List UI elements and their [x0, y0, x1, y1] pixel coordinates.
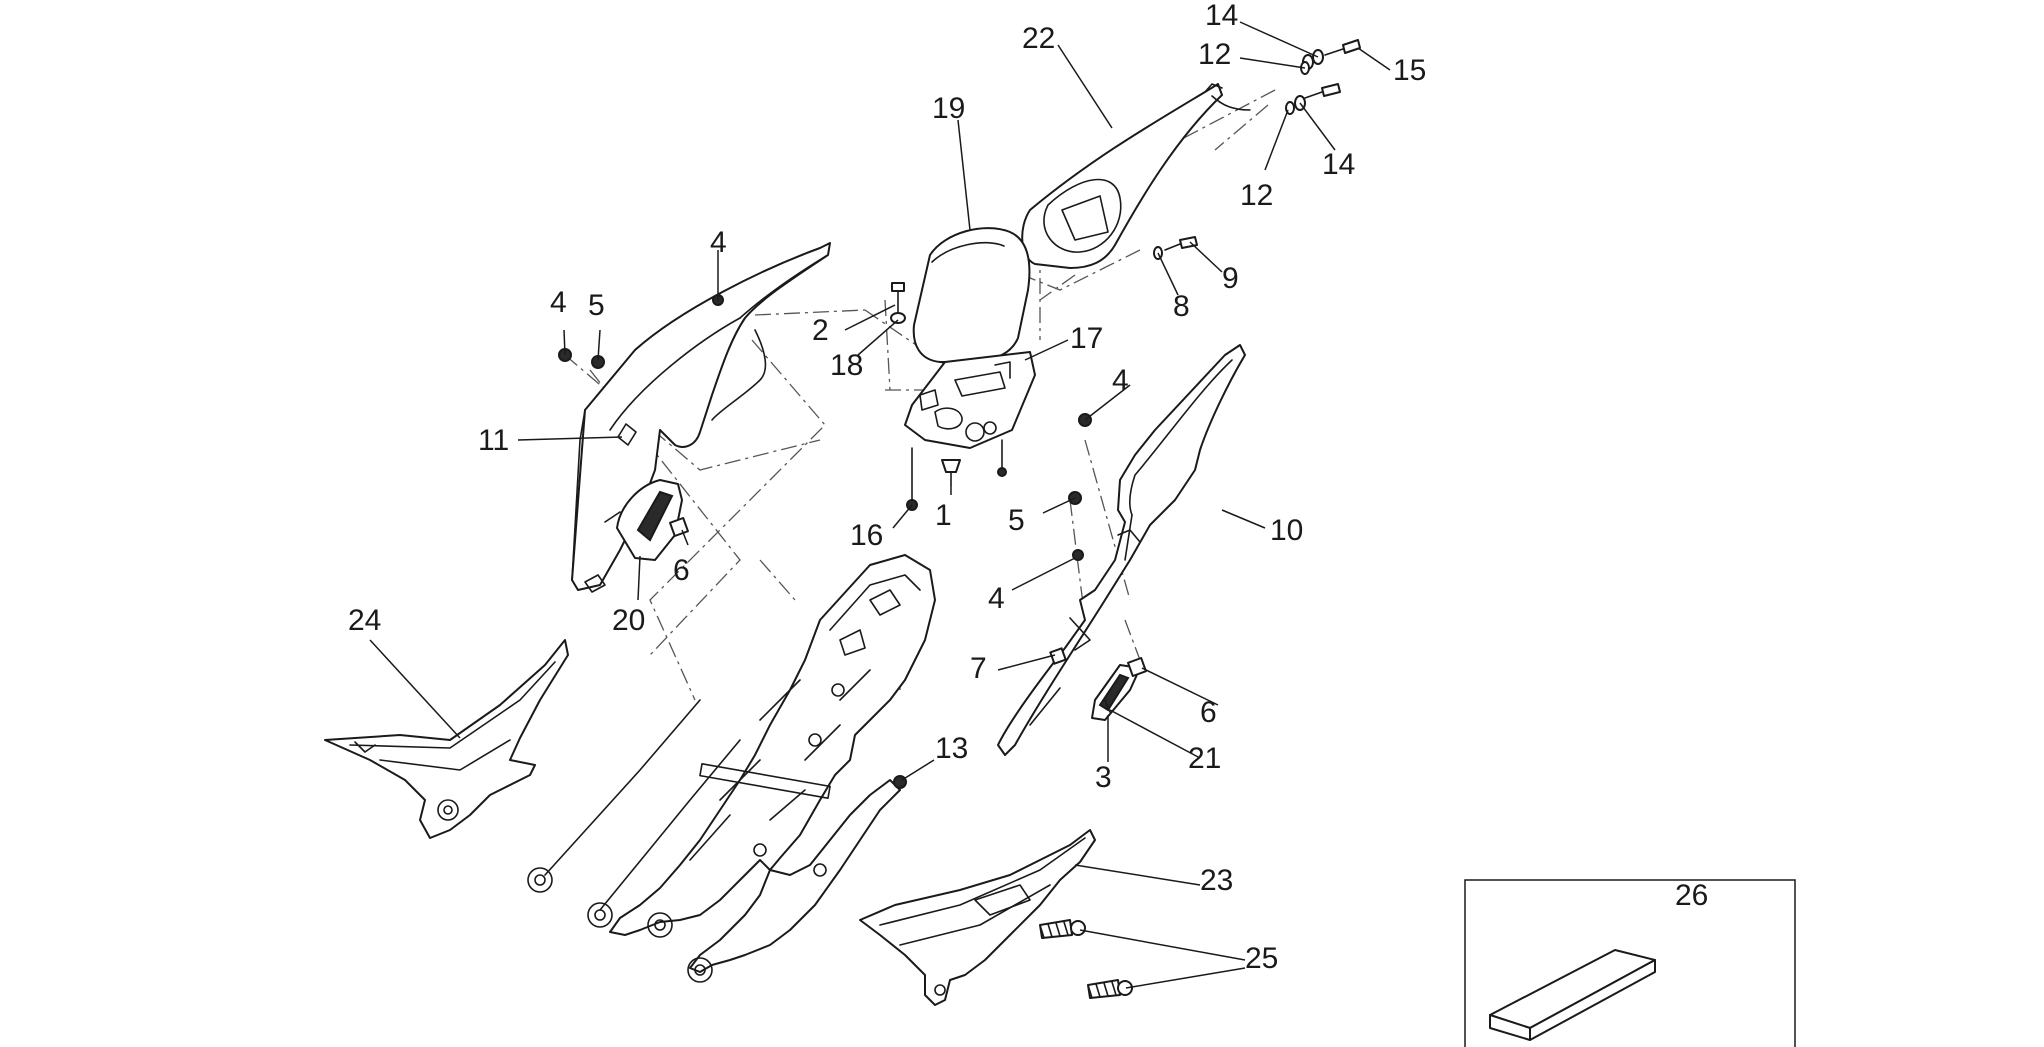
part-left-footpeg [604, 479, 683, 561]
callout-6-right: 6 [1200, 696, 1217, 729]
part-left-lower-fairing [324, 639, 569, 839]
callout-24: 24 [348, 604, 381, 637]
callout-7: 7 [970, 652, 987, 685]
part-right-footpeg [1091, 664, 1141, 721]
callout-10: 10 [1270, 514, 1303, 547]
part-tail-fairing [1021, 83, 1251, 269]
callout-12-top: 12 [1198, 38, 1231, 71]
callout-15: 15 [1393, 54, 1426, 87]
callout-4-right-upper: 4 [1112, 364, 1129, 397]
callout-26: 26 [1675, 879, 1708, 912]
callout-20: 20 [612, 604, 645, 637]
callout-19: 19 [932, 92, 965, 125]
callout-14-top: 14 [1205, 0, 1238, 32]
callout-8: 8 [1173, 290, 1190, 323]
callout-12-right: 12 [1240, 179, 1273, 212]
callout-23: 23 [1200, 864, 1233, 897]
callout-3: 3 [1095, 761, 1112, 794]
callout-4-right-lower: 4 [988, 582, 1005, 615]
callout-2: 2 [812, 314, 829, 347]
callout-14-right: 14 [1322, 148, 1355, 181]
part-left-side-panel [571, 242, 831, 593]
callout-4-left: 4 [550, 286, 567, 319]
part-right-side-panel [997, 344, 1246, 756]
callout-17: 17 [1070, 322, 1103, 355]
callout-18: 18 [830, 349, 863, 382]
callout-1: 1 [935, 499, 952, 532]
callout-4-upper-left: 4 [710, 226, 727, 259]
part-right-lower-fairing [859, 829, 1096, 1006]
callout-21: 21 [1188, 742, 1221, 775]
part-pillion-seat [912, 227, 1031, 363]
hardware-fasteners [558, 39, 1361, 999]
callout-11: 11 [478, 424, 509, 457]
callout-13: 13 [935, 732, 968, 765]
callout-labels: 14 22 12 15 19 14 12 4 9 8 4 5 2 17 18 4… [348, 0, 1708, 975]
callout-5-right: 5 [1008, 504, 1025, 537]
part-seat-lock-bracket [904, 351, 1036, 449]
part-kit-box [1464, 879, 1796, 1047]
part-rear-subframe [527, 554, 936, 983]
callout-9: 9 [1222, 262, 1239, 295]
callout-6-left: 6 [673, 554, 690, 587]
callout-leader-lines [369, 21, 1391, 989]
callout-22: 22 [1022, 22, 1055, 55]
callout-16: 16 [850, 519, 883, 552]
callout-25: 25 [1245, 942, 1278, 975]
callout-5-left: 5 [588, 289, 605, 322]
